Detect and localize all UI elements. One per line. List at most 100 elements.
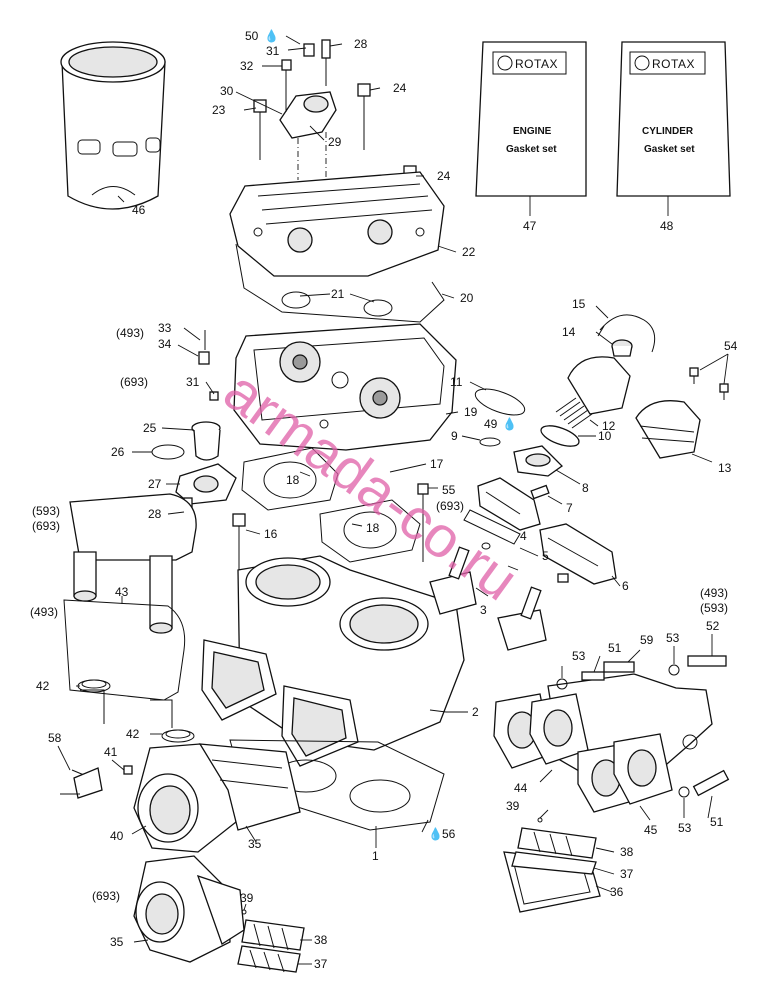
callout-47: 47 <box>523 219 537 233</box>
note-493-c: (493) <box>700 586 728 600</box>
callout-53-top: 53 <box>666 631 680 645</box>
note-593-a: (593) <box>32 504 60 518</box>
callout-51-top: 51 <box>608 641 622 655</box>
callout-46: 46 <box>132 203 146 217</box>
note-593-b: (593) <box>700 601 728 615</box>
callout-52: 52 <box>706 619 720 633</box>
book-48-subtitle: Gasket set <box>644 144 695 155</box>
callout-15: 15 <box>572 297 586 311</box>
part-17-18-head-gaskets <box>241 447 429 563</box>
book-47-subtitle: Gasket set <box>506 144 557 155</box>
callout-5: 5 <box>542 549 549 563</box>
callout-17: 17 <box>430 457 444 471</box>
part-13-valve-cover <box>567 356 701 459</box>
callout-45: 45 <box>644 823 658 837</box>
part-35-lower-adaptor <box>133 855 245 963</box>
part-16-stud <box>232 513 246 570</box>
part-37-39-reed-plates-lower <box>237 909 305 973</box>
book-48-brand: ROTAX <box>652 57 695 71</box>
callout-18-right: 18 <box>366 521 380 535</box>
note-493-b: (493) <box>30 605 58 619</box>
callout-8: 8 <box>582 481 589 495</box>
callout-35-bottom: 35 <box>110 935 124 949</box>
callout-7: 7 <box>566 501 573 515</box>
callout-20: 20 <box>460 291 474 305</box>
part-3-4-5-exhaust-valves <box>429 509 569 651</box>
callout-14: 14 <box>562 325 576 339</box>
callout-50: 50 <box>245 29 259 43</box>
callout-27: 27 <box>148 477 162 491</box>
callout-labels: 46 50 💧 31 28 32 24 30 23 29 24 22 21 20… <box>30 29 738 971</box>
callout-39-right: 39 <box>506 799 520 813</box>
part-8-valve-piston <box>513 445 564 477</box>
note-493-a: (493) <box>116 326 144 340</box>
callout-12: 12 <box>602 419 616 433</box>
callout-16: 16 <box>264 527 278 541</box>
part-493-manifold-variant <box>63 599 186 728</box>
callout-23: 23 <box>212 103 226 117</box>
callout-49: 49 <box>484 417 498 431</box>
callout-53-bottom: 53 <box>678 821 692 835</box>
callout-2: 2 <box>472 705 479 719</box>
callout-13: 13 <box>718 461 732 475</box>
part-43-exhaust-manifold <box>69 493 197 634</box>
callout-43: 43 <box>115 585 129 599</box>
callout-26: 26 <box>111 445 125 459</box>
drop-icon-56: 💧 <box>428 827 443 841</box>
callout-48: 48 <box>660 219 674 233</box>
callout-38-left: 38 <box>314 933 328 947</box>
callout-25: 25 <box>143 421 157 435</box>
part-44-45-exhaust-flanges <box>493 673 713 813</box>
callout-42-top: 42 <box>36 679 50 693</box>
drop-icon: 💧 <box>264 29 279 43</box>
callout-21: 21 <box>331 287 345 301</box>
part-10-11-valve-seals <box>474 388 580 447</box>
part-14-cap <box>611 339 633 357</box>
callout-55: 55 <box>442 483 456 497</box>
callout-33: 33 <box>158 321 172 335</box>
note-693-b: (693) <box>32 519 60 533</box>
callout-37-right: 37 <box>620 867 634 881</box>
callout-42-mid: 42 <box>126 727 140 741</box>
book-47-brand: ROTAX <box>515 57 558 71</box>
callout-28-mid: 28 <box>148 507 162 521</box>
part-2-cylinder-block <box>201 555 465 767</box>
callout-51-bottom: 51 <box>710 815 724 829</box>
part-40-intake-adaptor <box>60 743 237 853</box>
callout-11: 11 <box>450 375 463 389</box>
callout-53-left: 53 <box>572 649 586 663</box>
book-47-title: ENGINE <box>513 126 552 137</box>
callout-31-top: 31 <box>266 44 280 58</box>
callout-19: 19 <box>464 405 478 419</box>
callout-38-right: 38 <box>620 845 634 859</box>
callout-35-mid: 35 <box>248 837 262 851</box>
callout-18-left: 18 <box>286 473 300 487</box>
callout-31-mid: 31 <box>186 375 200 389</box>
part-22-head-cover <box>229 171 445 277</box>
callout-24-mid: 24 <box>437 169 451 183</box>
part-35-intake-reed <box>198 743 301 831</box>
part-7-valve-housing <box>477 477 550 531</box>
callout-6: 6 <box>622 579 629 593</box>
callout-10: 10 <box>598 429 612 443</box>
part-46-cylinder-sleeve <box>60 41 166 210</box>
callout-34: 34 <box>158 337 172 351</box>
callout-32: 32 <box>240 59 254 73</box>
callout-44: 44 <box>514 781 528 795</box>
callout-22: 22 <box>462 245 476 259</box>
part-54-screws <box>689 367 729 400</box>
callout-9: 9 <box>451 429 458 443</box>
callout-37-left: 37 <box>314 957 328 971</box>
book-48-title: CYLINDER <box>642 126 694 137</box>
callout-29: 29 <box>328 135 342 149</box>
note-693-c: (693) <box>436 499 464 513</box>
callout-30: 30 <box>220 84 234 98</box>
callout-59: 59 <box>640 633 654 647</box>
callout-3: 3 <box>480 603 487 617</box>
leader-lines <box>57 35 729 965</box>
part-37-39-reed-plates <box>511 817 597 875</box>
callout-4: 4 <box>520 529 527 543</box>
exhaust-screws <box>556 655 730 798</box>
callout-58: 58 <box>48 731 62 745</box>
